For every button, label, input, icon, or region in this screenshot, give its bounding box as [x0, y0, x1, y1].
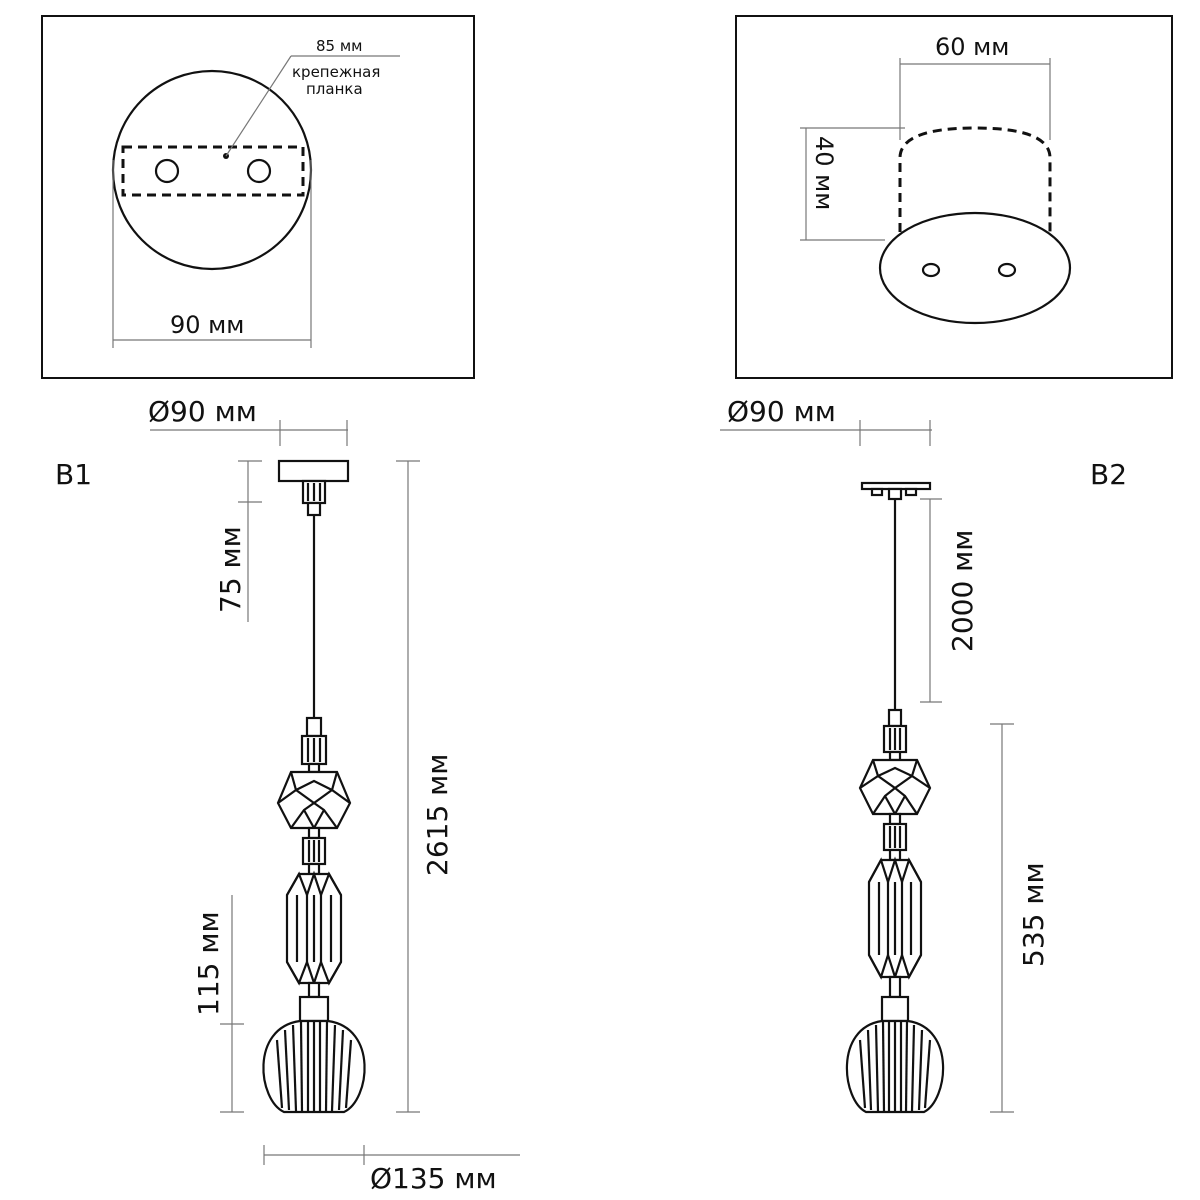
b2-mid-collar — [888, 812, 902, 826]
b1-mid-collar — [307, 826, 321, 840]
b2-globe-rib — [910, 1024, 916, 1112]
b2-globe-rib — [881, 1021, 886, 1113]
b2-crystal-facet — [872, 786, 918, 815]
b2-globe-rib — [874, 1024, 880, 1112]
mount-hole-left — [154, 158, 180, 184]
b1-globe-rib — [344, 1039, 353, 1109]
b2-crystal-facet — [894, 795, 906, 815]
b2-canopy-screw-right — [904, 487, 918, 497]
mounting-bracket — [121, 145, 305, 197]
b2-socket — [880, 995, 910, 1023]
b2-globe-rib — [923, 1039, 932, 1109]
b1-canopy-diameter-label: Ø90 мм — [148, 395, 257, 428]
b1-globe-rib — [275, 1039, 284, 1109]
bracket-dim-label: 85 мм — [316, 37, 363, 55]
b1-label: B1 — [55, 458, 92, 491]
canopy-base-ellipse — [878, 211, 1072, 325]
panel-frame-right — [735, 15, 1173, 379]
b1-crystal-facet — [290, 801, 338, 829]
b1-total-height-label: 2615 мм — [421, 754, 454, 876]
b2-crystal-facet — [884, 795, 896, 815]
bracket-label-line1: крепежная — [292, 63, 380, 81]
b2-body-height-label: 535 мм — [1017, 862, 1050, 967]
b1-crystal-facet — [313, 809, 325, 829]
canopy-top-view-panel: 85 мм крепежная планка 90 мм — [41, 15, 475, 379]
b2-cable-grip — [887, 487, 903, 501]
b1-upper-collar — [307, 762, 321, 774]
bracket-leader-line — [225, 55, 292, 157]
b1-crystal-facet — [289, 771, 339, 792]
b1-globe-rib — [299, 1021, 304, 1113]
b1-upper-connector — [305, 716, 323, 738]
pendant-b2: B2 Ø90 мм — [720, 395, 1127, 1114]
canopy-perspective-panel: 60 мм 40 мм — [735, 15, 1173, 379]
canopy-circle — [111, 69, 313, 271]
canopy-dim-label: 90 мм — [170, 311, 244, 339]
b1-shade-dim-label: 115 мм — [192, 911, 225, 1016]
b1-socket — [298, 995, 330, 1023]
b1-globe-rib — [324, 1021, 329, 1113]
canopy-hole-left — [921, 262, 941, 278]
b1-lower-collar — [307, 981, 321, 999]
b2-upper-collar — [888, 750, 902, 762]
panel-frame-left — [41, 15, 475, 379]
b1-canopy — [277, 459, 350, 483]
canopy-hole-right — [997, 262, 1017, 278]
b1-top-dim-label: 75 мм — [214, 526, 247, 613]
b2-globe-rib — [866, 1029, 873, 1111]
b2-cable-length-label: 2000 мм — [946, 530, 979, 652]
b1-cable-sleeve — [306, 501, 322, 517]
b1-crystal-facet — [303, 809, 315, 829]
b2-canopy-diameter-label: Ø90 мм — [727, 395, 836, 428]
b1-cylinder-facet — [286, 870, 342, 899]
b1-globe-rib — [337, 1029, 345, 1111]
bracket-label-line2: планка — [306, 80, 363, 98]
b2-cylinder-facet — [868, 856, 922, 886]
b2-lower-collar — [888, 975, 902, 999]
b2-globe-rib — [904, 1021, 909, 1113]
b1-globe-rib — [291, 1024, 298, 1112]
b2-canopy-screw-left — [870, 487, 884, 497]
b2-crystal-facet — [871, 759, 919, 778]
b1-ball-diameter-label: Ø135 мм — [370, 1162, 497, 1195]
b2-globe-rib — [917, 1029, 924, 1111]
b1-globe-rib — [283, 1029, 291, 1111]
canopy-height-label: 40 мм — [810, 136, 838, 210]
canopy-width-label: 60 мм — [935, 33, 1009, 61]
b2-label: B2 — [1090, 458, 1127, 491]
b2-upper-connector — [887, 708, 903, 728]
b1-globe-rib — [330, 1024, 337, 1112]
pendant-b1: B1 Ø90 мм — [55, 395, 520, 1195]
mount-hole-right — [246, 158, 272, 184]
b2-globe-rib — [858, 1039, 867, 1109]
